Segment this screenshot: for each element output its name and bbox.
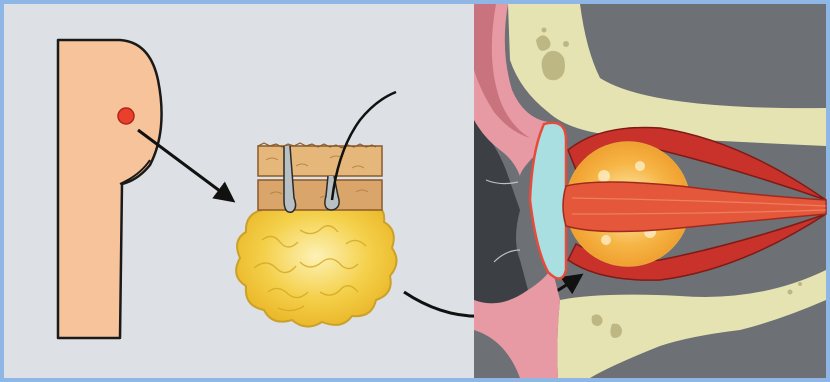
donor-site-marker-icon (118, 108, 134, 124)
dermis-fat-graft-icon (236, 143, 396, 327)
